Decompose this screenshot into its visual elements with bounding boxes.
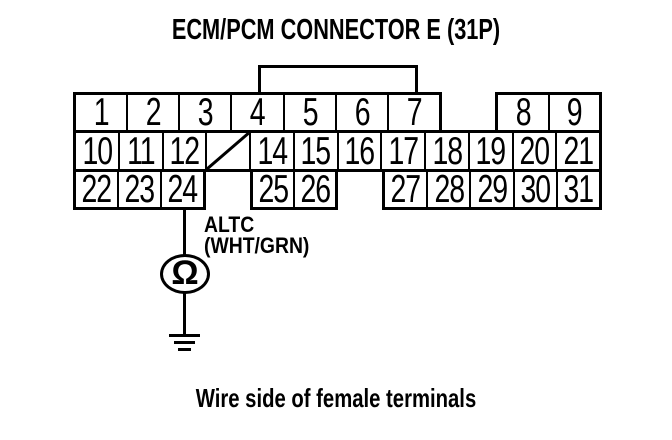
ohmmeter-icon: Ω bbox=[160, 254, 210, 294]
pin-26-label: 26 bbox=[300, 172, 331, 207]
pin-20-label: 20 bbox=[519, 133, 551, 169]
pin-1-label: 1 bbox=[93, 95, 110, 130]
pin-17-cell: 17 bbox=[380, 133, 424, 169]
pin-31-cell: 31 bbox=[555, 172, 599, 207]
pin-23-cell: 23 bbox=[117, 172, 160, 207]
pin-row-1-left: 1 2 3 4 5 6 7 bbox=[73, 92, 442, 133]
pin-3-cell: 3 bbox=[178, 95, 230, 130]
pin-16-cell: 16 bbox=[336, 133, 381, 169]
pin-15-cell: 15 bbox=[292, 133, 337, 169]
pin-24-label: 24 bbox=[167, 172, 199, 207]
pin-27-label: 27 bbox=[390, 172, 422, 207]
pin-row-3-middle: 25 26 bbox=[250, 169, 338, 210]
pin-26-cell: 26 bbox=[293, 172, 335, 207]
pin-3-label: 3 bbox=[197, 95, 214, 130]
pin-19-cell: 19 bbox=[467, 133, 512, 169]
pin-7-cell: 7 bbox=[386, 95, 439, 130]
pin-20-cell: 20 bbox=[511, 133, 556, 169]
wire-signal-label: ALTC bbox=[204, 212, 255, 237]
blanked-pin-slash-icon bbox=[207, 133, 249, 169]
pin-10-cell: 10 bbox=[76, 133, 118, 169]
pin-9-cell: 9 bbox=[547, 95, 600, 130]
pin-9-label: 9 bbox=[566, 95, 583, 130]
pin-17-label: 17 bbox=[388, 133, 419, 169]
pin-21-label: 21 bbox=[563, 133, 594, 169]
pin-12-cell: 12 bbox=[161, 133, 206, 169]
pin-row-1-right: 8 9 bbox=[495, 92, 602, 133]
pin-22-label: 22 bbox=[81, 172, 113, 207]
pin-18-label: 18 bbox=[432, 133, 463, 169]
pin-12-label: 12 bbox=[169, 133, 201, 169]
pin-29-cell: 29 bbox=[469, 172, 512, 207]
pin-6-cell: 6 bbox=[334, 95, 387, 130]
pin-row-3-right: 27 28 29 30 31 bbox=[382, 169, 602, 210]
pin-25-cell: 25 bbox=[253, 172, 293, 207]
pin-4-cell: 4 bbox=[230, 95, 282, 130]
pin-15-label: 15 bbox=[300, 133, 332, 169]
pin-row-3-left: 22 23 24 bbox=[73, 169, 206, 210]
pin-7-label: 7 bbox=[406, 95, 423, 130]
ground-bar-2 bbox=[174, 341, 195, 344]
pin-5-label: 5 bbox=[302, 95, 318, 130]
connector-keying-tab bbox=[258, 65, 418, 95]
pin-27-cell: 27 bbox=[385, 172, 426, 207]
pin-10-label: 10 bbox=[82, 133, 113, 169]
pin-16-label: 16 bbox=[344, 133, 376, 169]
pin-30-cell: 30 bbox=[512, 172, 556, 207]
pin-11-label: 11 bbox=[126, 133, 155, 169]
pin-21-cell: 21 bbox=[555, 133, 599, 169]
pin-31-label: 31 bbox=[563, 172, 595, 207]
pin-14-cell: 14 bbox=[249, 133, 293, 169]
wire-label: ALTC (WHT/GRN) bbox=[204, 212, 310, 258]
pin-18-cell: 18 bbox=[424, 133, 468, 169]
pin-22-cell: 22 bbox=[76, 172, 117, 207]
pin-30-label: 30 bbox=[520, 172, 551, 207]
pin-24-cell: 24 bbox=[160, 172, 203, 207]
pin-2-cell: 2 bbox=[126, 95, 178, 130]
pin-8-label: 8 bbox=[515, 95, 531, 130]
ohm-symbol: Ω bbox=[171, 254, 199, 292]
pin-8-cell: 8 bbox=[498, 95, 548, 130]
wire-pin24-to-meter bbox=[183, 207, 186, 255]
pin-6-label: 6 bbox=[354, 95, 370, 130]
pin-4-label: 4 bbox=[250, 95, 266, 130]
pin-19-label: 19 bbox=[475, 133, 507, 169]
pin-28-cell: 28 bbox=[426, 172, 469, 207]
pin-28-label: 28 bbox=[434, 172, 465, 207]
pin-1-cell: 1 bbox=[76, 95, 126, 130]
ground-bar-3 bbox=[178, 348, 191, 351]
ground-bar-1 bbox=[169, 334, 200, 337]
wire-meter-to-ground bbox=[183, 293, 186, 336]
pin-13-blanked-cell bbox=[205, 133, 249, 169]
pin-29-label: 29 bbox=[477, 172, 508, 207]
pin-5-cell: 5 bbox=[282, 95, 335, 130]
pin-row-2: 10 11 12 14 15 16 17 18 19 20 21 bbox=[73, 130, 602, 172]
diagram-caption: Wire side of female terminals bbox=[195, 383, 477, 413]
pin-11-cell: 11 bbox=[117, 133, 162, 169]
pin-14-label: 14 bbox=[257, 133, 288, 169]
pin-2-label: 2 bbox=[145, 95, 162, 130]
pin-23-label: 23 bbox=[124, 172, 156, 207]
pin-25-label: 25 bbox=[258, 172, 289, 207]
wire-color-label: (WHT/GRN) bbox=[204, 233, 310, 258]
diagram-title: ECM/PCM CONNECTOR E (31P) bbox=[171, 14, 501, 46]
